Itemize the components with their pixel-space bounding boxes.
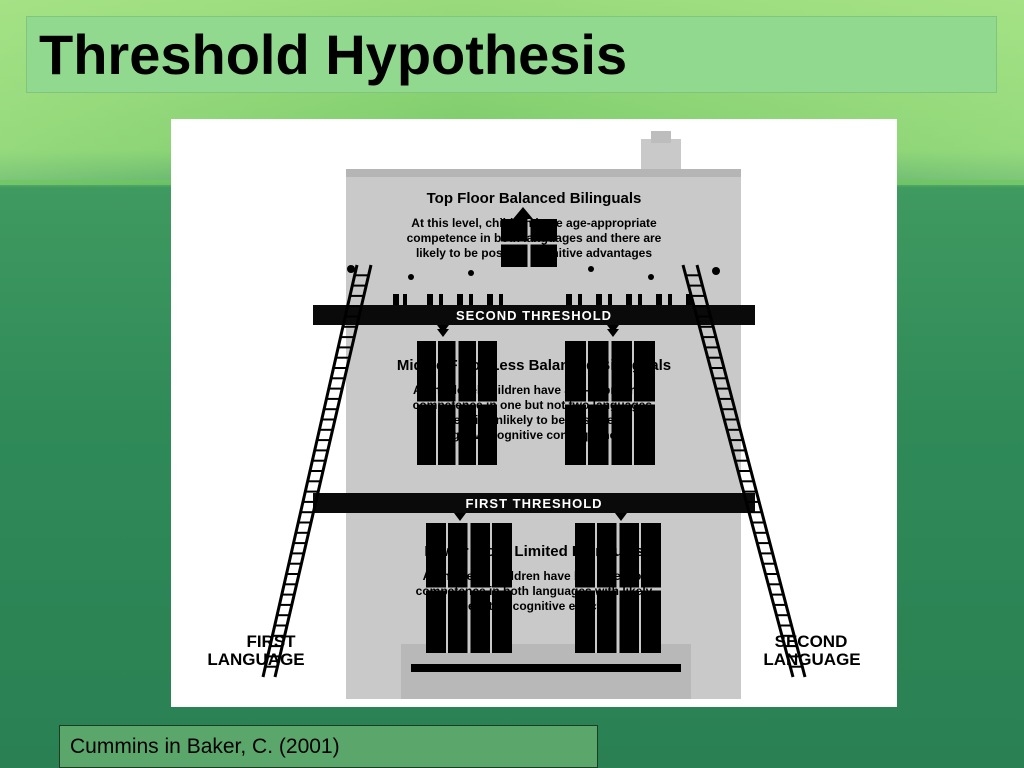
top-floor-line: likely to be positive cognitive advantag… (416, 246, 652, 260)
left-ladder-label: LANGUAGE (207, 650, 304, 669)
middle-floor-line: negative cognitive consequences (438, 428, 630, 442)
top-floor-line: competence in both languages and there a… (407, 231, 662, 245)
source-caption: Cummins in Baker, C. (2001) (70, 735, 340, 758)
top-floor-window (501, 207, 557, 267)
title-bar: Threshold Hypothesis (26, 16, 997, 93)
first-threshold-label: FIRST THRESHOLD (465, 496, 602, 511)
middle-floor-heading: Middle Floor Less Balanced Bilinguals (397, 357, 671, 374)
gable-icon (513, 207, 533, 219)
lower-floor-line: negative cognitive effects (461, 599, 608, 613)
middle-floor-windows (417, 329, 655, 465)
right-ladder-label: LANGUAGE (763, 650, 860, 669)
chimney-cap (651, 131, 671, 143)
decorative-dots (347, 265, 720, 280)
left-ladder-label: FIRST (246, 632, 296, 651)
slide-title: Threshold Hypothesis (39, 23, 628, 86)
middle-floor-line: At this level children have age-appropri… (413, 383, 655, 397)
first-threshold-band (313, 493, 755, 513)
roof-line (346, 169, 741, 177)
middle-floor-line: There is unlikely to be positive or (439, 413, 629, 427)
top-floor-text: Top Floor Balanced Bilinguals At this le… (407, 190, 662, 260)
left-ladder (261, 264, 373, 678)
cornice-pattern (393, 294, 692, 306)
lower-floor-heading: Lower Floor Limited Bilinguals (424, 543, 643, 560)
right-ladder-label: SECOND (775, 632, 848, 651)
top-floor-heading: Top Floor Balanced Bilinguals (427, 190, 642, 207)
middle-floor-line: competence in one but not two languages. (413, 398, 656, 412)
lower-floor-text: Lower Floor Limited Bilinguals At this l… (416, 543, 653, 613)
middle-floor-text: Middle Floor Less Balanced Bilinguals At… (397, 357, 671, 442)
second-threshold-band (313, 305, 755, 325)
lower-floor-line: competence in both languages with likely (416, 584, 653, 598)
building-illustration: SECOND THRESHOLD FIRST THRESHOLD Top Flo… (207, 131, 861, 699)
top-floor-line: At this level, children have age-appropr… (411, 216, 657, 230)
second-threshold-label: SECOND THRESHOLD (456, 308, 612, 323)
caption-box: Cummins in Baker, C. (2001) (59, 725, 598, 768)
lower-floor-windows (411, 511, 681, 672)
right-ladder (681, 264, 807, 678)
threshold-diagram: SECOND THRESHOLD FIRST THRESHOLD Top Flo… (171, 119, 897, 707)
lower-floor-line: At this level children have low levels o… (423, 569, 647, 583)
